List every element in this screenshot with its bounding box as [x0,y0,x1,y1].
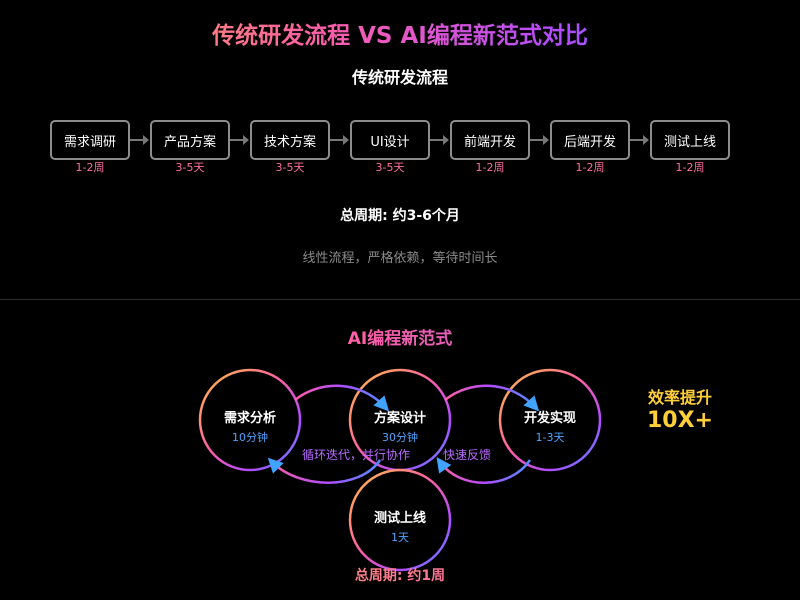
arc-design-to-development [444,384,540,412]
step-duration: 3-5天 [275,161,305,174]
step-name: 技术方案 [263,134,316,150]
step-name: 前端开发 [463,134,516,150]
efficiency-value: 10X+ [646,408,713,433]
arc-development-feedback [436,457,532,484]
ring-development [498,368,602,472]
arc-requirements-to-design [294,384,390,412]
node-development-time: 1-3天 [535,431,565,444]
node-requirements-name: 需求分析 [223,411,276,426]
flow-label-feedback: 快速反馈 [443,448,492,462]
node-design-name: 方案设计 [373,411,426,426]
traditional-total-cycle: 总周期: 约3-6个月 [340,208,460,224]
ring-testing [348,468,452,572]
step-box: 产品方案 [150,120,230,160]
section-divider [0,299,800,300]
flow-arrow [430,135,449,145]
flow-arrow [530,135,549,145]
step-name: 测试上线 [663,134,716,150]
step-name: 产品方案 [163,134,216,150]
ring-requirements [198,368,302,472]
step-box: UI设计 [350,120,430,160]
step-name: 后端开发 [563,134,616,150]
node-design-time: 30分钟 [382,431,418,444]
node-requirements-time: 10分钟 [232,431,268,444]
ai-heading: AI编程新范式 [0,324,800,349]
flow-label-iterate: 循环迭代，并行协作 [302,448,411,462]
step-name: UI设计 [370,134,410,150]
step-duration: 1-2周 [475,161,505,174]
step-duration: 1-2周 [575,161,605,174]
step-box: 需求调研 [50,120,130,160]
step-duration: 1-2周 [675,161,705,174]
step-box: 技术方案 [250,120,330,160]
flow-arrow [130,135,149,145]
page-title: 传统研发流程 VS AI编程新范式对比 [0,16,800,50]
ai-total-cycle: 总周期: 约1周 [0,565,800,585]
flow-arrow [330,135,349,145]
flow-arrow [630,135,649,145]
step-box: 前端开发 [450,120,530,160]
node-development-name: 开发实现 [523,411,576,426]
step-duration: 3-5天 [375,161,405,174]
traditional-heading: 传统研发流程 [351,68,448,87]
traditional-note: 线性流程，严格依赖，等待时间长 [302,251,498,266]
node-testing-name: 测试上线 [373,511,426,526]
flow-arrow [230,135,249,145]
step-duration: 3-5天 [175,161,205,174]
node-testing-time: 1天 [391,531,409,544]
arc-design-feedback [267,457,382,484]
step-box: 后端开发 [550,120,630,160]
efficiency-label: 效率提升 [647,388,712,407]
step-box: 测试上线 [650,120,730,160]
step-name: 需求调研 [63,134,116,150]
step-duration: 1-2周 [75,161,105,174]
